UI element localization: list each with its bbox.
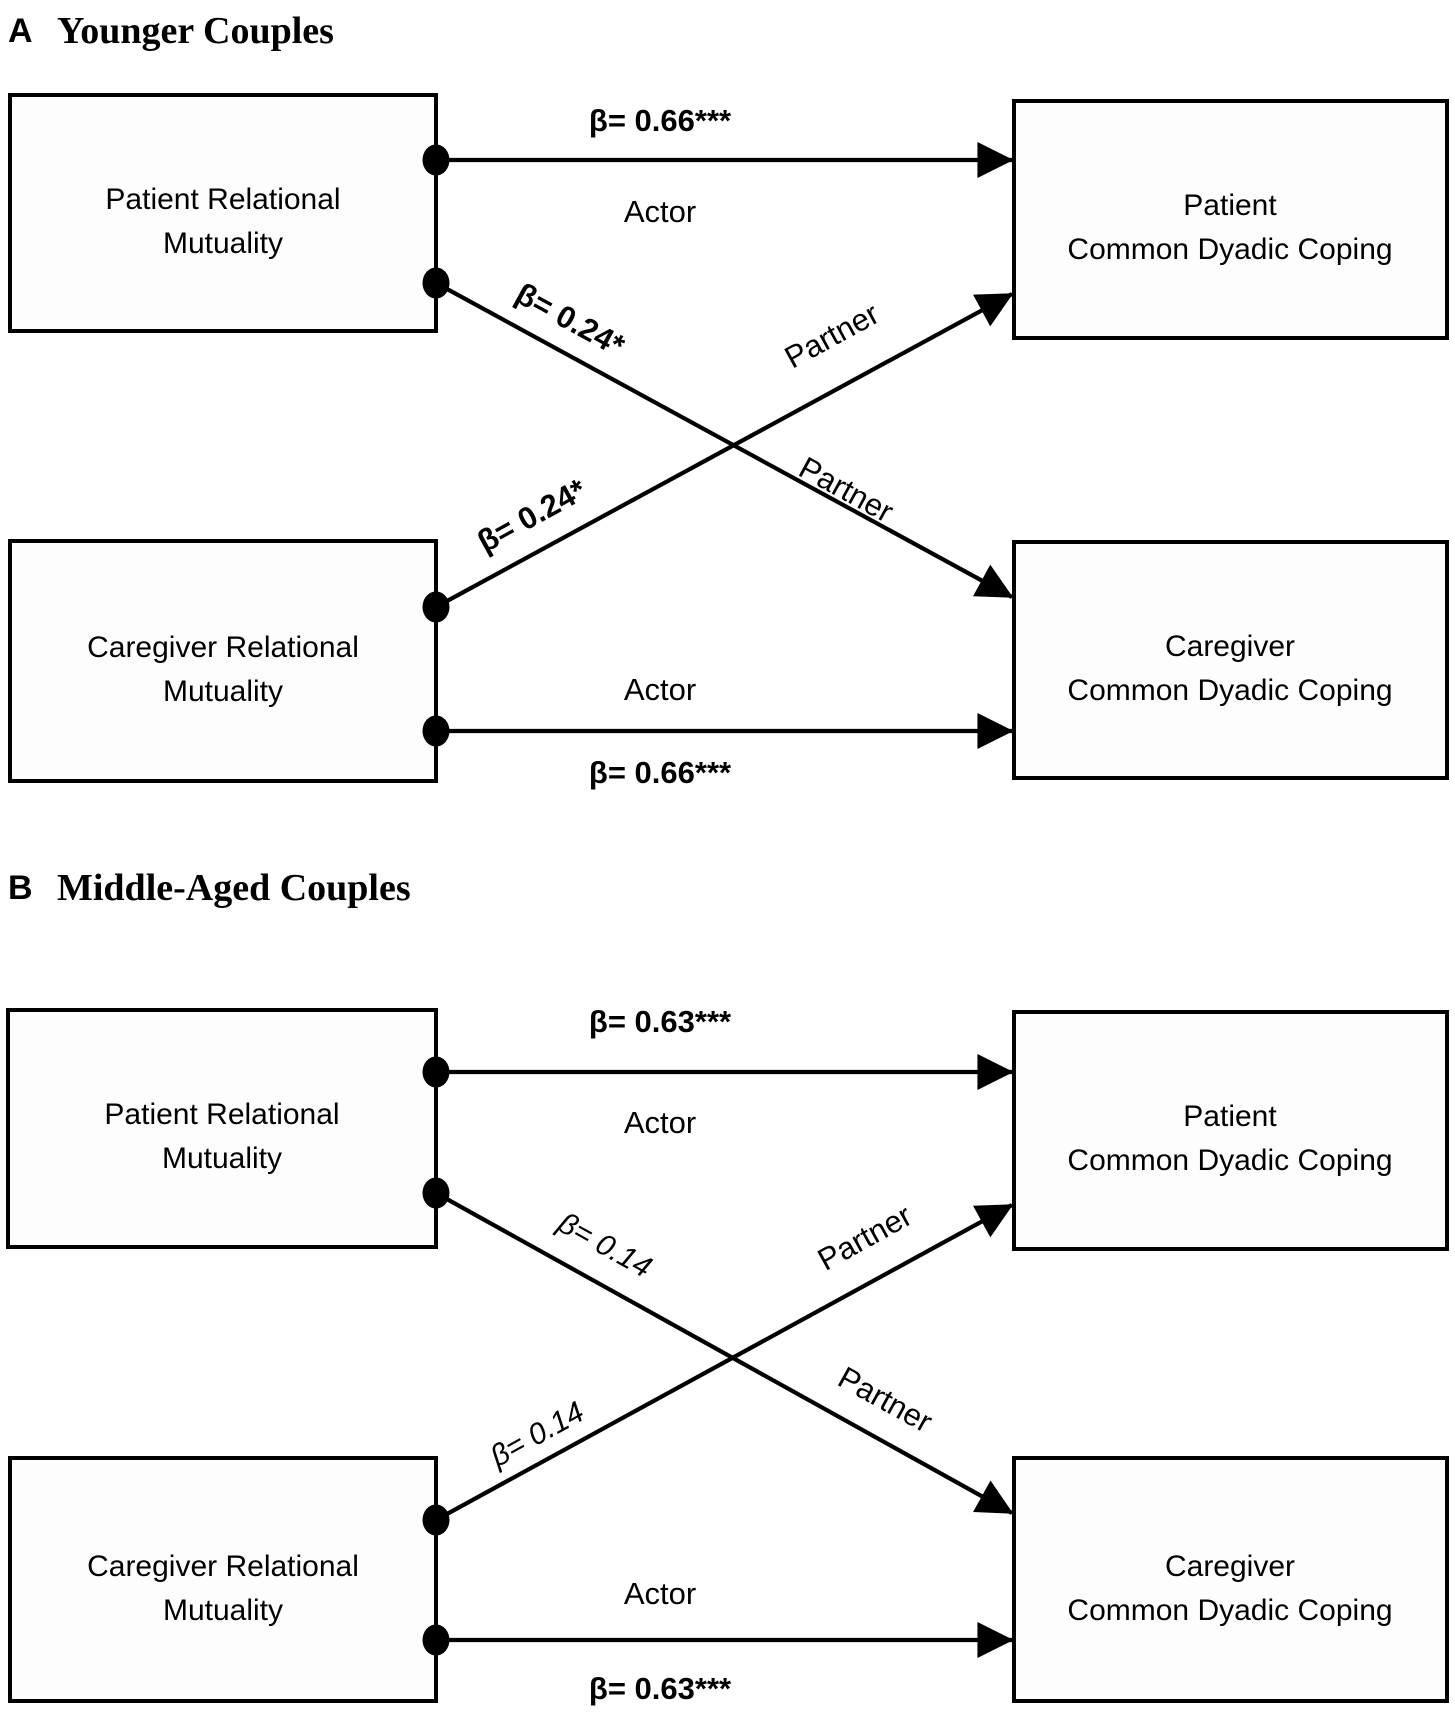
box-label: Patient: [1183, 189, 1277, 222]
path-role-label: Actor: [624, 672, 696, 707]
box-label: Mutuality: [163, 227, 283, 260]
svg-text:β= 0.24*: β= 0.24*: [510, 276, 631, 364]
svg-text:β= 0.24*: β= 0.24*: [472, 471, 593, 559]
beta-coefficient: β= 0.14: [484, 1395, 590, 1474]
svg-text:β= 0.14: β= 0.14: [552, 1206, 658, 1285]
box-patient-relational-mutuality: [6, 1008, 438, 1249]
beta-coefficient: β= 0.14: [552, 1206, 658, 1285]
panel-b: B Middle-Aged Couples Patient Relational…: [6, 867, 1449, 1706]
panel-a-letter: A: [8, 12, 33, 50]
box-label: Mutuality: [163, 675, 283, 708]
box-caregiver-common-dyadic-coping: [1012, 1456, 1449, 1703]
box-caregiver-relational-mutuality: [8, 539, 438, 783]
beta-coefficient: β= 0.66***: [589, 755, 732, 790]
beta-coefficient: β= 0.66***: [589, 103, 732, 138]
path-role-label: Partner: [779, 296, 885, 376]
svg-text:Partner: Partner: [832, 1360, 938, 1440]
svg-text:Partner: Partner: [793, 450, 899, 530]
box-patient-relational-mutuality: [8, 93, 438, 333]
box-label: Common Dyadic Coping: [1067, 1144, 1392, 1177]
box-caregiver-relational-mutuality: [8, 1456, 438, 1703]
box-label: Patient Relational: [105, 183, 340, 216]
box-label: Caregiver Relational: [87, 1550, 359, 1583]
box-label: Caregiver: [1165, 1550, 1295, 1583]
partner-path-patient-to-caregiver: [434, 1191, 1014, 1515]
connector-dot: [422, 267, 450, 299]
panel-a: A Younger Couples Patient Relational Mut…: [8, 10, 1449, 790]
partner-path-caregiver-to-patient: [434, 1203, 1014, 1522]
box-patient-common-dyadic-coping: [1012, 99, 1449, 340]
connector-dot: [422, 715, 450, 747]
partner-path-patient-to-caregiver: [434, 281, 1014, 599]
connector-dot: [422, 1624, 450, 1656]
connector-dot: [422, 1056, 450, 1088]
box-label: Mutuality: [163, 1594, 283, 1627]
box-caregiver-common-dyadic-coping: [1012, 540, 1449, 780]
panel-b-letter: B: [8, 869, 33, 907]
box-label: Mutuality: [162, 1142, 282, 1175]
connector-dot: [422, 591, 450, 623]
path-role-label: Actor: [624, 1576, 696, 1611]
connector-dot: [422, 1504, 450, 1536]
svg-text:Partner: Partner: [779, 296, 885, 376]
box-label: Common Dyadic Coping: [1067, 674, 1392, 707]
beta-coefficient: β= 0.63***: [589, 1671, 732, 1706]
box-label: Common Dyadic Coping: [1067, 233, 1392, 266]
connector-dot: [422, 144, 450, 176]
path-role-label: Partner: [793, 450, 899, 530]
path-role-label: Actor: [624, 1105, 696, 1140]
path-role-label: Partner: [832, 1360, 938, 1440]
box-label: Common Dyadic Coping: [1067, 1594, 1392, 1627]
panel-b-title: Middle-Aged Couples: [57, 867, 411, 909]
beta-coefficient: β= 0.24*: [472, 471, 593, 559]
panel-a-title: Younger Couples: [57, 10, 334, 52]
connector-dot: [422, 1177, 450, 1209]
box-patient-common-dyadic-coping: [1012, 1010, 1449, 1251]
box-label: Patient: [1183, 1100, 1277, 1133]
beta-coefficient: β= 0.24*: [510, 276, 631, 364]
svg-text:β= 0.14: β= 0.14: [484, 1395, 590, 1474]
box-label: Caregiver Relational: [87, 631, 359, 664]
box-label: Patient Relational: [104, 1098, 339, 1131]
beta-coefficient: β= 0.63***: [589, 1004, 732, 1039]
path-role-label: Actor: [624, 194, 696, 229]
partner-path-caregiver-to-patient: [434, 292, 1014, 609]
box-label: Caregiver: [1165, 630, 1295, 663]
